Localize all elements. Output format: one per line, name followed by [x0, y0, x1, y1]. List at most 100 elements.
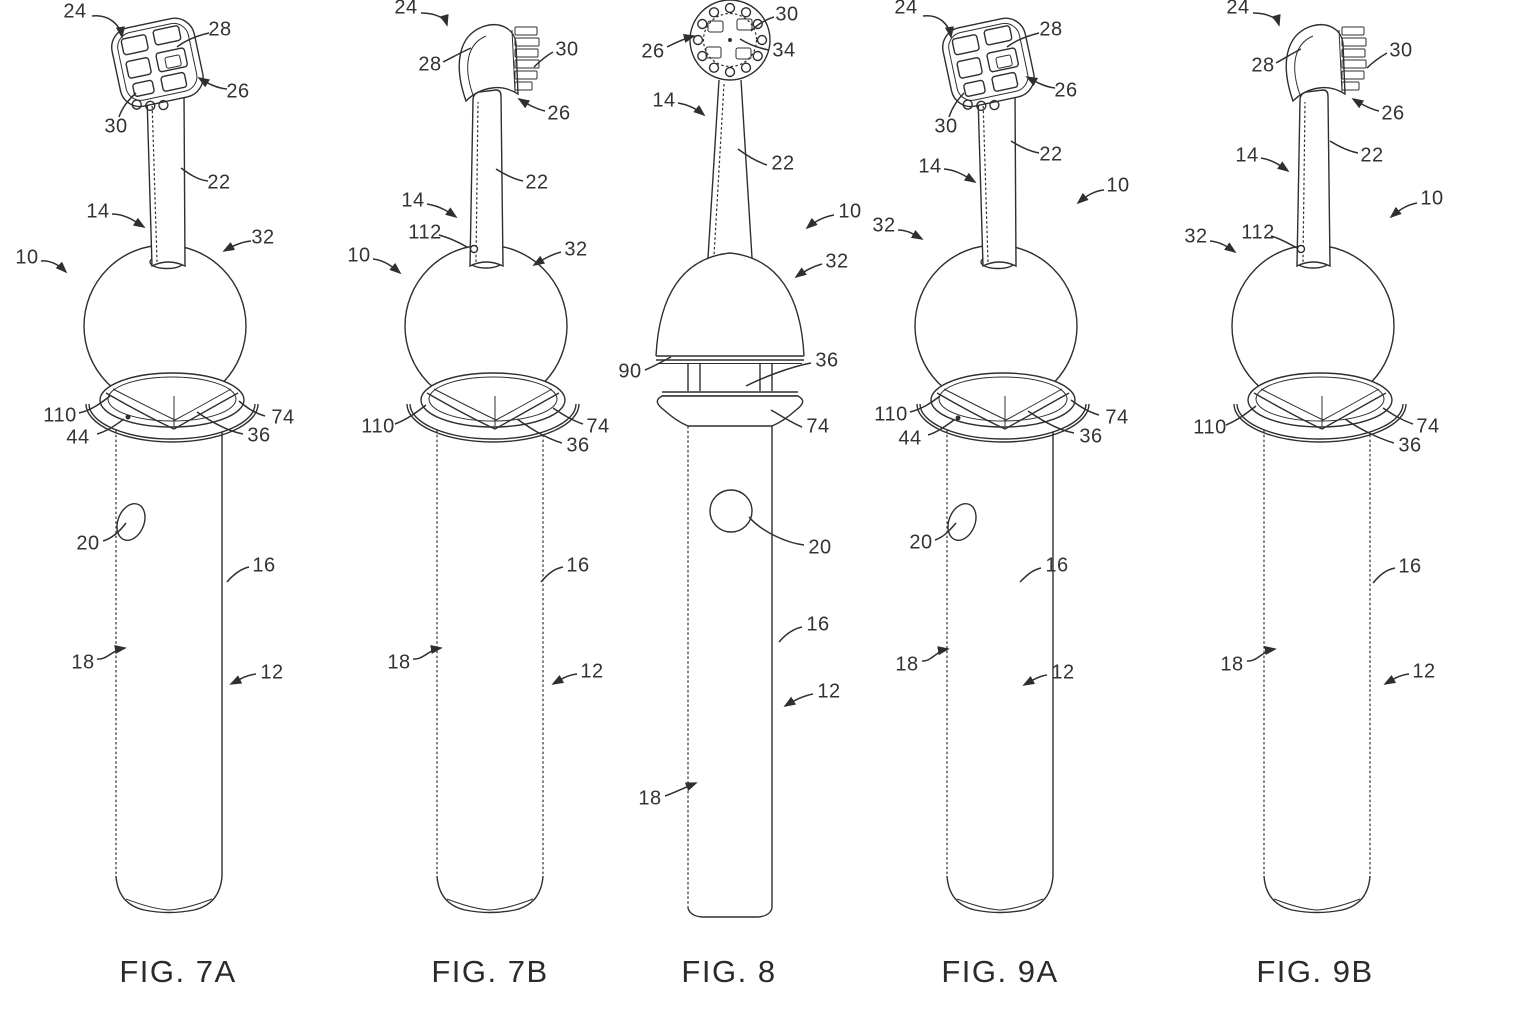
ref-label-fig-9b-16: 16	[1398, 555, 1422, 578]
ref-label-fig-7a-36: 36	[247, 424, 271, 447]
fig-7b-brush-head	[458, 24, 540, 103]
ref-label-fig-8-36: 36	[815, 349, 839, 372]
fig-8-brush-head-top-view	[689, 0, 771, 81]
ref-label-fig-8-12: 12	[817, 680, 841, 703]
ref-label-fig-8-10: 10	[838, 200, 862, 223]
ref-label-fig-8-32: 32	[825, 250, 849, 273]
ref-label-fig-7a-20: 20	[76, 532, 100, 555]
fig-9b-toothbrush-drawing	[1209, 12, 1418, 914]
ref-label-fig-9b-24: 24	[1226, 0, 1250, 19]
ref-label-fig-7b-24: 24	[394, 0, 418, 19]
ref-label-fig-9a-14: 14	[918, 155, 942, 178]
ref-label-fig-9a-12: 12	[1051, 661, 1075, 684]
ref-label-fig-9b-30: 30	[1389, 39, 1413, 62]
fig-7b-vent-hole	[469, 244, 479, 254]
ref-label-fig-7a-44: 44	[66, 426, 90, 449]
ref-label-fig-7b-110: 110	[361, 415, 395, 438]
ref-label-fig-8-30: 30	[775, 3, 799, 26]
fig-8-toothbrush-drawing	[644, 0, 835, 918]
ref-label-fig-7a-110: 110	[43, 404, 77, 427]
ref-label-fig-7b-12: 12	[580, 660, 604, 683]
ref-label-fig-9a-74: 74	[1105, 406, 1129, 429]
ref-label-fig-7b-22: 22	[525, 171, 549, 194]
ref-label-fig-8-74: 74	[806, 415, 830, 438]
ref-label-fig-8-26: 26	[641, 40, 665, 63]
figure-caption-7a: FIG. 7A	[119, 954, 237, 989]
fig-9a-brush-head	[942, 17, 1035, 112]
ref-label-fig-7a-18: 18	[71, 651, 95, 674]
fig-9b-vent-hole	[1296, 244, 1306, 254]
ref-label-fig-7b-14: 14	[401, 189, 425, 212]
ref-label-fig-7a-74: 74	[271, 406, 295, 429]
fig-9a-power-button	[947, 503, 977, 541]
ref-label-fig-8-34: 34	[772, 39, 796, 62]
ref-label-fig-7b-10: 10	[347, 244, 371, 267]
ref-label-fig-7a-24: 24	[63, 0, 87, 23]
ref-label-fig-7a-16: 16	[252, 554, 276, 577]
ref-label-fig-7b-74: 74	[586, 415, 610, 438]
ref-label-fig-9b-112: 112	[1241, 221, 1275, 244]
fig-8-leader-lines	[644, 16, 835, 797]
fig-7a-leader-lines	[40, 15, 266, 685]
ref-label-fig-9a-24: 24	[894, 0, 918, 19]
fig-9a-toothbrush-drawing	[897, 15, 1105, 914]
ref-label-fig-7a-14: 14	[86, 200, 110, 223]
fig-7a-toothbrush-drawing	[40, 15, 266, 914]
ref-label-fig-9b-36: 36	[1398, 434, 1422, 457]
ref-label-fig-9a-28: 28	[1039, 18, 1063, 41]
fig-7a-brush-head	[111, 17, 204, 112]
fig-7b-leader-lines	[372, 12, 584, 685]
ref-label-fig-7a-32: 32	[251, 226, 275, 249]
ref-label-fig-7b-112: 112	[408, 221, 442, 244]
ref-label-fig-9a-110: 110	[874, 403, 908, 426]
ref-label-fig-9a-20: 20	[909, 531, 933, 554]
ref-label-fig-8-20: 20	[808, 536, 832, 559]
ref-label-fig-9b-74: 74	[1416, 415, 1440, 438]
fig-7b-toothbrush-drawing	[372, 12, 584, 914]
ref-label-fig-9a-16: 16	[1045, 554, 1069, 577]
ref-label-fig-7a-30: 30	[104, 115, 128, 138]
ref-label-fig-9b-110: 110	[1193, 416, 1227, 439]
figure-caption-7b: FIG. 7B	[431, 954, 549, 989]
ref-label-fig-7b-26: 26	[547, 102, 571, 125]
ref-label-fig-9a-32: 32	[872, 214, 896, 237]
ref-label-fig-9a-10: 10	[1106, 174, 1130, 197]
ref-label-fig-7a-26: 26	[226, 80, 250, 103]
ref-label-fig-9a-18: 18	[895, 653, 919, 676]
ref-label-fig-8-16: 16	[806, 613, 830, 636]
fig-7a-power-button	[116, 503, 146, 541]
ref-label-fig-9a-22: 22	[1039, 143, 1063, 166]
ref-label-fig-9b-22: 22	[1360, 144, 1384, 167]
ref-label-fig-7a-28: 28	[208, 18, 232, 41]
fig-8-power-button	[709, 489, 753, 533]
ref-label-fig-9a-44: 44	[898, 427, 922, 450]
fig-9a-leader-lines	[897, 15, 1105, 686]
ref-label-fig-9b-10: 10	[1420, 187, 1444, 210]
ref-label-fig-9a-30: 30	[934, 115, 958, 138]
figure-caption-9a: FIG. 9A	[941, 954, 1059, 989]
ref-label-fig-9b-18: 18	[1220, 653, 1244, 676]
ref-label-fig-7b-36: 36	[566, 434, 590, 457]
ref-label-fig-9a-26: 26	[1054, 79, 1078, 102]
ref-label-fig-7b-28: 28	[418, 53, 442, 76]
ref-label-fig-7b-16: 16	[566, 554, 590, 577]
ref-label-fig-7b-30: 30	[555, 38, 579, 61]
ref-label-fig-9b-28: 28	[1251, 54, 1275, 77]
ref-label-fig-7a-12: 12	[260, 661, 284, 684]
fig-9b-brush-head	[1285, 24, 1367, 103]
ref-label-fig-8-14: 14	[652, 89, 676, 112]
ref-label-fig-7b-32: 32	[564, 238, 588, 261]
figure-caption-9b: FIG. 9B	[1256, 954, 1374, 989]
ref-label-fig-9b-14: 14	[1235, 144, 1259, 167]
ref-label-fig-8-22: 22	[771, 152, 795, 175]
fig-9b-leader-lines	[1209, 12, 1418, 685]
ref-label-fig-9b-12: 12	[1412, 660, 1436, 683]
ref-label-fig-8-18: 18	[638, 787, 662, 810]
ref-label-fig-7b-18: 18	[387, 651, 411, 674]
ref-label-fig-9b-32: 32	[1184, 225, 1208, 248]
ref-label-fig-7a-10: 10	[15, 246, 39, 269]
ref-label-fig-7a-22: 22	[207, 171, 231, 194]
ref-label-fig-8-90: 90	[618, 360, 642, 383]
